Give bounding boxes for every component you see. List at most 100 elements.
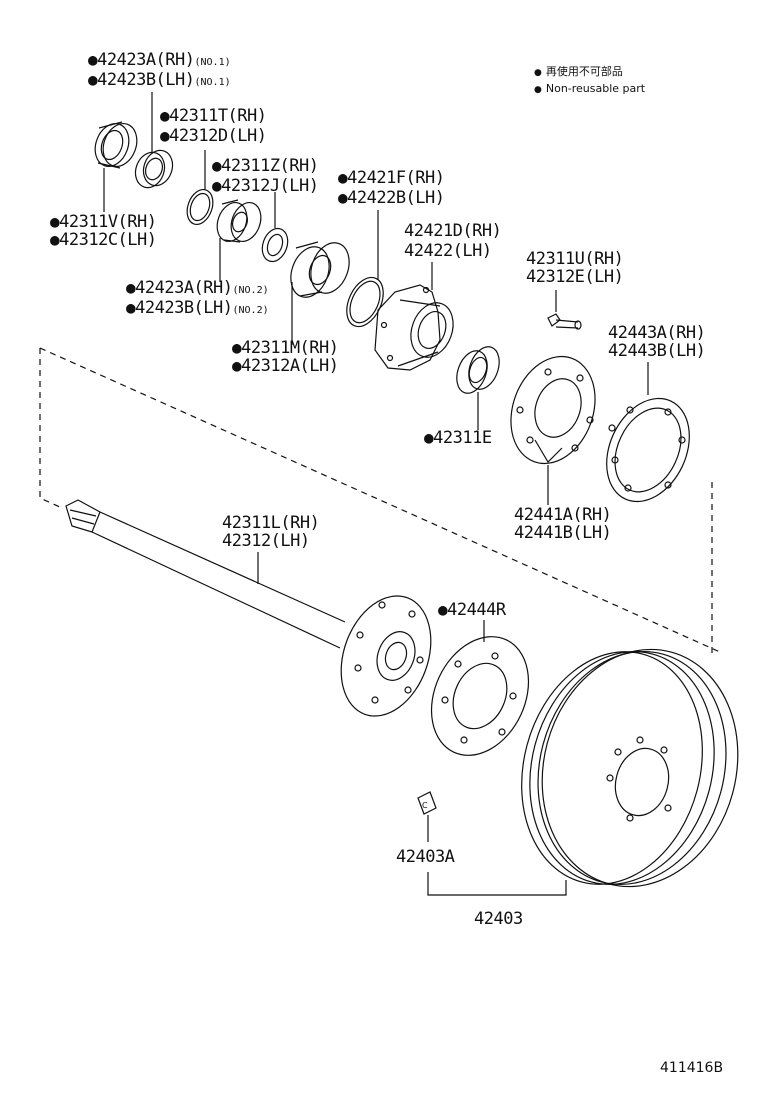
legend-en-text: Non-reusable part [545,82,646,95]
part-number: 42312D(LH) [169,126,267,146]
label-42423b-no2: ●42423B(LH)(NO.2) [126,298,269,320]
label-42423a-no2: ●42423A(RH)(NO.2) [126,278,269,300]
backing-plate-42441a [510,355,596,465]
nonreusable-marker: ● [126,298,136,317]
ring-42311z [261,227,289,263]
nonreusable-marker: ● [438,600,448,619]
nonreusable-marker: ● [88,70,98,89]
gasket-42443a [606,397,690,503]
nonreusable-marker: ● [338,168,348,187]
wheel-stud-42403a: C [417,791,437,815]
label-42423b-no1: ●42423B(LH)(NO.1) [88,70,231,92]
oil-seal-42311e [456,346,500,394]
label-42312: 42312(LH) [222,532,310,551]
part-number: 42423A(RH) [135,278,233,298]
label-42441b: 42441B(LH) [514,523,612,543]
label-42311z: ●42311Z(RH) [212,156,319,176]
bearing-retainer-42421d [374,284,454,371]
nonreusable-marker: ● [50,230,60,249]
part-number: 42311Z(RH) [221,156,319,176]
snap-ring-42311t [186,188,214,226]
assembly-boundary-dashed [39,347,721,655]
nonreusable-marker: ● [160,106,170,125]
nonreusable-marker: ● [212,176,222,195]
label-42311v: ●42311V(RH) [50,212,157,232]
label-42422: 42422(LH) [404,242,492,261]
label-42312a: ●42312A(LH) [232,356,339,376]
part-number: 42423B(LH) [97,70,195,90]
part-number: 42311T(RH) [169,106,267,126]
label-42311e: ●42311E [424,428,492,448]
label-42312d: ●42312D(LH) [160,126,267,146]
label-42421f: ●42421F(RH) [338,168,445,188]
part-number: 42312J(LH) [221,176,319,196]
part-note: (NO.1) [194,77,231,88]
part-number: 42312(LH) [222,531,310,551]
label-42311m: ●42311M(RH) [232,338,339,358]
nonreusable-marker: ● [232,338,242,357]
part-number: 42441B(LH) [514,523,612,543]
label-42422b: ●42422B(LH) [338,188,445,208]
part-number: 42403 [474,909,523,929]
label-42311l: 42311L(RH) [222,513,320,533]
part-number: 42423A(RH) [97,50,195,70]
bearing-cone-42423a-no2 [216,199,262,243]
label-42421d: 42421D(RH) [404,221,502,241]
part-number: 42312A(LH) [241,356,339,376]
part-number: 42423B(LH) [135,298,233,318]
part-number: 42403A [396,847,455,867]
label-42311t: ●42311T(RH) [160,106,267,126]
part-number: 42422B(LH) [347,188,445,208]
oil-seal-42311v [94,121,138,169]
nonreusable-marker: ● [424,428,434,447]
part-number: 42311U(RH) [526,249,624,269]
label-42443b: 42443B(LH) [608,341,706,361]
label-42312e: 42312E(LH) [526,267,624,287]
nonreusable-marker: ● [232,356,242,375]
nonreusable-marker: ● [212,156,222,175]
axle-shaft-42311l [65,499,432,717]
part-note: (NO.1) [194,57,231,68]
bracket-42403 [427,872,567,896]
nonreusable-marker: ● [50,212,60,231]
part-number: 42312C(LH) [59,230,157,250]
legend-bullet: ● [534,85,542,95]
part-number: 42311E [433,428,492,448]
label-42441a: 42441A(RH) [514,505,612,525]
part-number: 42443A(RH) [608,323,706,343]
gasket-42444r [430,636,530,756]
nonreusable-marker: ● [88,50,98,69]
part-number: 42444R [447,600,506,620]
label-42403a: 42403A [396,847,455,867]
label-42443a: 42443A(RH) [608,323,706,343]
part-number: 42312E(LH) [526,267,624,287]
hub-bolt-42311u [547,313,582,330]
legend-jp-text: 再使用不可部品 [545,65,623,78]
part-number: 42443B(LH) [608,341,706,361]
part-number: 42441A(RH) [514,505,612,525]
part-number: 42311L(RH) [222,513,320,533]
figure-code: 411416B [660,1060,724,1076]
label-42423a-no1: ●42423A(RH)(NO.1) [88,50,231,72]
part-note: (NO.2) [232,305,269,316]
brake-drum-42403 [521,648,739,888]
part-number: 42421D(RH) [404,221,502,241]
label-42312j: ●42312J(LH) [212,176,319,196]
svg-text:C: C [422,801,428,810]
bearing-42311m [290,241,350,298]
label-42444r: ●42444R [438,600,506,620]
part-number: 42311V(RH) [59,212,157,232]
part-number: 42421F(RH) [347,168,445,188]
legend-bullet: ● [534,68,542,78]
part-number: 42311M(RH) [241,338,339,358]
label-42403: 42403 [474,910,523,929]
nonreusable-marker: ● [160,126,170,145]
nonreusable-marker: ● [126,278,136,297]
part-note: (NO.2) [232,285,269,296]
label-42311u: 42311U(RH) [526,249,624,269]
nonreusable-marker: ● [338,188,348,207]
bearing-cup-42423a-no1 [134,149,174,189]
legend-jp: ●再使用不可部品 [534,64,623,81]
